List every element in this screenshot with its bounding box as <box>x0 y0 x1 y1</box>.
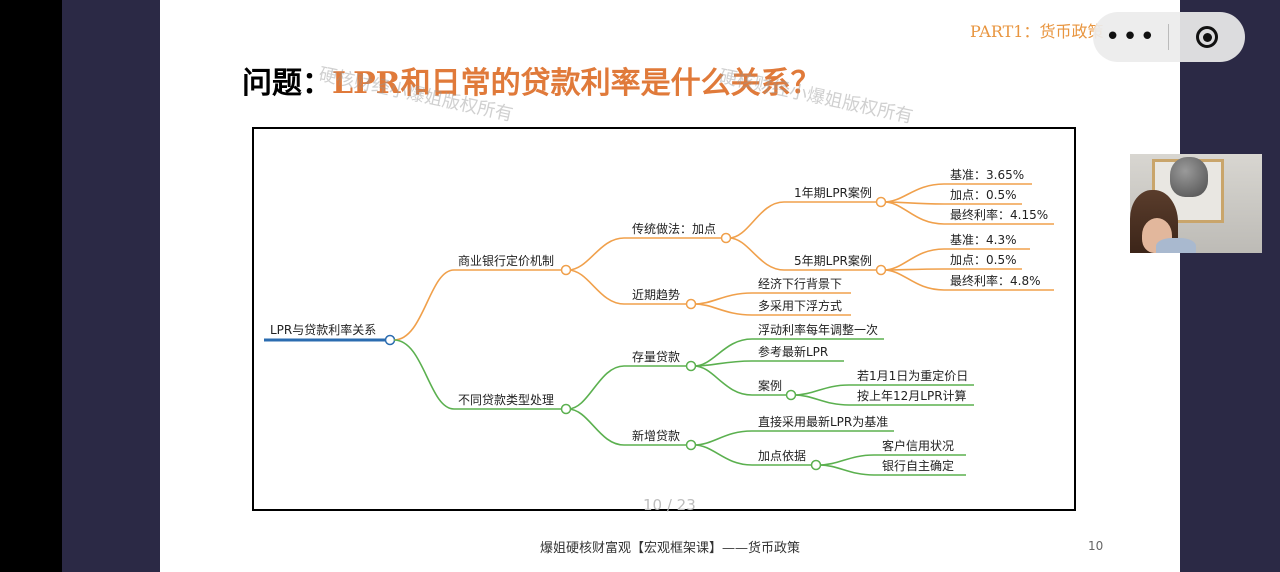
mindmap-root: LPR与贷款利率关系 <box>270 322 376 337</box>
slide-page-number: 10 <box>1088 539 1104 553</box>
node-dot <box>785 389 797 401</box>
mindmap-leaf: 加点：0.5% <box>950 188 1017 202</box>
mindmap-leaf: 基准：3.65% <box>950 168 1024 182</box>
mindmap-node: 新增贷款 <box>632 428 680 443</box>
mini-program-capsule <box>1093 12 1245 62</box>
node-dot <box>560 264 572 276</box>
target-circle-icon <box>1196 26 1218 48</box>
mindmap-leaf: 多采用下浮方式 <box>758 298 842 313</box>
part-label: PART1：货币政策 <box>970 22 1104 41</box>
slide-footer: 爆姐硬核财富观【宏观框架课】——货币政策 <box>540 541 801 556</box>
mindmap-leaf: 浮动利率每年调整一次 <box>758 322 878 337</box>
mindmap-frame: LPR与贷款利率关系 <box>252 127 1076 511</box>
mindmap-leaf: 直接采用最新LPR为基准 <box>758 414 888 429</box>
mindmap: LPR与贷款利率关系 <box>264 168 1054 476</box>
title-prefix: 问题： <box>242 66 332 101</box>
node-dot <box>685 439 697 451</box>
mindmap-leaf: 加点：0.5% <box>950 253 1017 267</box>
left-black-bar <box>0 0 62 572</box>
right-side-panel <box>1180 0 1280 572</box>
page-indicator: 10 / 23 <box>643 496 696 514</box>
close-button[interactable] <box>1169 12 1245 62</box>
more-button[interactable]: ••• <box>1093 12 1169 62</box>
more-dots-icon: ••• <box>1104 22 1157 52</box>
mindmap-leaf: 若1月1日为重定价日 <box>857 368 968 383</box>
slide-title: 问题：LPR和日常的贷款利率是什么关系？ <box>242 58 821 102</box>
mindmap-leaf: 最终利率：4.15% <box>950 207 1048 222</box>
mindmap-node: 5年期LPR案例 <box>794 253 872 268</box>
mindmap-node: 传统做法：加点 <box>632 221 716 236</box>
mindmap-leaf: 最终利率：4.8% <box>950 273 1041 288</box>
mindmap-node: 存量贷款 <box>632 350 680 364</box>
mindmap-node: 不同贷款类型处理 <box>458 393 554 407</box>
mindmap-node: 案例 <box>758 378 782 393</box>
mindmap-node: 商业银行定价机制 <box>458 253 554 268</box>
node-dot <box>685 298 697 310</box>
title-text: LPR和日常的贷款利率是什么关系？ <box>332 66 821 101</box>
mindmap-leaf: 银行自主确定 <box>882 458 954 473</box>
node-dot <box>875 264 887 276</box>
mindmap-leaf: 按上年12月LPR计算 <box>857 388 967 403</box>
mindmap-node: 加点依据 <box>758 448 806 463</box>
node-dot <box>875 196 887 208</box>
node-dot <box>810 459 822 471</box>
capsule-divider <box>1168 24 1169 50</box>
mindmap-leaf: 客户信用状况 <box>882 438 954 453</box>
node-dot <box>560 403 572 415</box>
mindmap-node: 近期趋势 <box>632 288 680 302</box>
mindmap-leaf: 参考最新LPR <box>758 344 828 359</box>
node-dot <box>685 360 697 372</box>
left-side-panel <box>62 0 160 572</box>
node-dot <box>384 334 396 346</box>
presenter-camera-thumbnail[interactable] <box>1130 154 1262 253</box>
mindmap-leaf: 基准：4.3% <box>950 233 1017 247</box>
mindmap-leaf: 经济下行背景下 <box>758 276 842 291</box>
node-dot <box>720 232 732 244</box>
mindmap-node: 1年期LPR案例 <box>794 185 872 200</box>
